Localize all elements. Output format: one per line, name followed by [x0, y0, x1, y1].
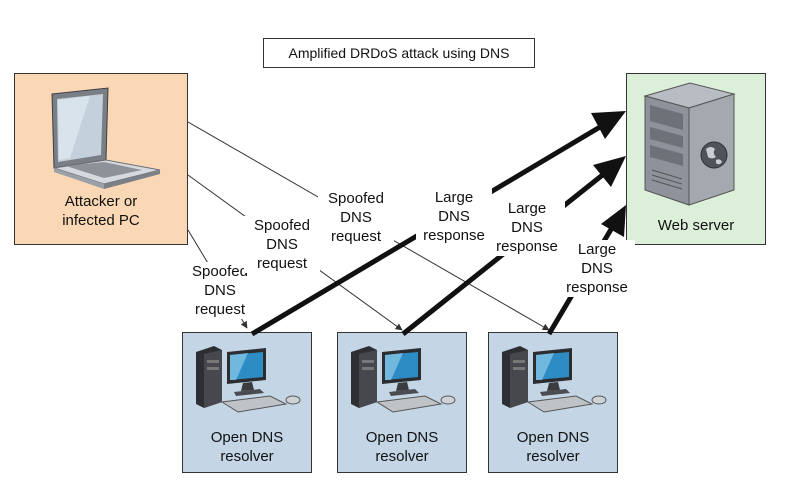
attacker-label: Attacker or infected PC — [62, 193, 140, 229]
web-server-label: Web server — [657, 217, 735, 234]
response-label: Large DNS response — [489, 199, 565, 256]
diagram-title: Amplified DRDoS attack using DNS — [263, 38, 535, 68]
desktop-pc-icon — [351, 346, 456, 413]
desktop-pc-icon — [196, 346, 301, 413]
response-label: Large DNS response — [416, 188, 492, 245]
laptop-icon — [51, 87, 161, 189]
desktop-pc-icon — [502, 346, 607, 413]
spoofed-request-label: Spoofed DNS request — [244, 216, 320, 273]
resolver-label: Open DNS resolver — [365, 429, 439, 465]
server-icon — [643, 82, 736, 206]
spoofed-request-label: Spoofed DNS request — [318, 189, 394, 246]
resolver-label: Open DNS resolver — [516, 429, 590, 465]
response-label: Large DNS response — [559, 240, 635, 297]
resolver-label: Open DNS resolver — [210, 429, 284, 465]
